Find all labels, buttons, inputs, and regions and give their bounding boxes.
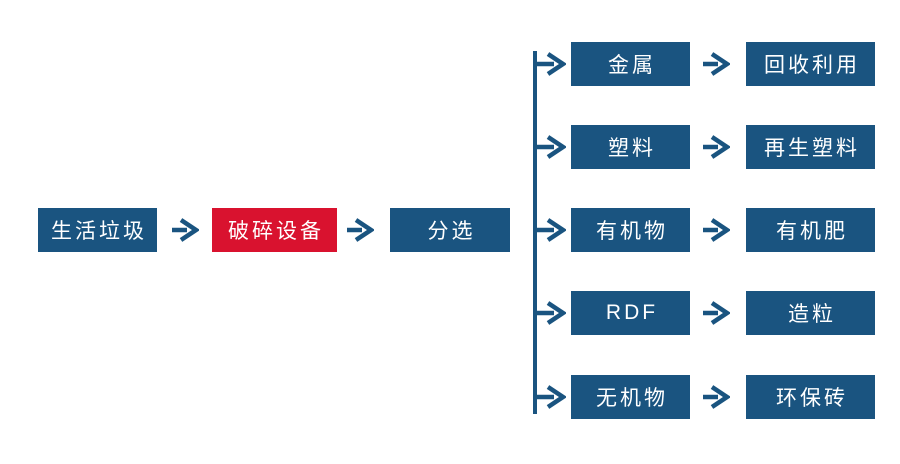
arrow-right-icon	[535, 52, 566, 76]
node-recycling: 回收利用	[746, 42, 875, 86]
arrow-right-icon	[535, 385, 566, 409]
node-label: 回收利用	[764, 54, 860, 77]
node-label: 生活垃圾	[51, 220, 147, 243]
node-label: 无机物	[596, 387, 668, 410]
node-inorganic-matter: 无机物	[571, 375, 690, 419]
node-rdf: RDF	[571, 291, 690, 335]
arrow-right-icon	[703, 218, 730, 242]
connector-bus-line	[533, 51, 537, 414]
node-recycled-plastic: 再生塑料	[746, 125, 875, 169]
node-label: 金属	[608, 54, 656, 77]
node-label: RDF	[605, 301, 659, 324]
node-metal: 金属	[571, 42, 690, 86]
arrow-right-icon	[535, 135, 566, 159]
node-label: 有机物	[596, 220, 668, 243]
node-label: 有机肥	[776, 220, 848, 243]
arrow-right-icon	[703, 52, 730, 76]
arrow-right-icon	[703, 301, 730, 325]
node-eco-brick: 环保砖	[746, 375, 875, 419]
node-label: 环保砖	[776, 387, 848, 410]
node-label: 塑料	[608, 137, 656, 160]
node-crushing-equipment: 破碎设备	[212, 208, 337, 252]
node-label: 分选	[427, 220, 476, 243]
node-label: 破碎设备	[228, 220, 324, 243]
node-household-waste: 生活垃圾	[38, 208, 157, 252]
node-label: 造粒	[788, 303, 836, 326]
node-organic-matter: 有机物	[571, 208, 690, 252]
node-label: 再生塑料	[764, 137, 860, 160]
arrow-right-icon	[703, 135, 730, 159]
arrow-right-icon	[347, 218, 374, 242]
node-granulation: 造粒	[746, 291, 875, 335]
node-sorting: 分选	[390, 208, 510, 252]
arrow-right-icon	[172, 218, 199, 242]
node-plastic: 塑料	[571, 125, 690, 169]
node-organic-fertilizer: 有机肥	[746, 208, 875, 252]
arrow-right-icon	[535, 218, 566, 242]
arrow-right-icon	[703, 385, 730, 409]
arrow-right-icon	[535, 301, 566, 325]
